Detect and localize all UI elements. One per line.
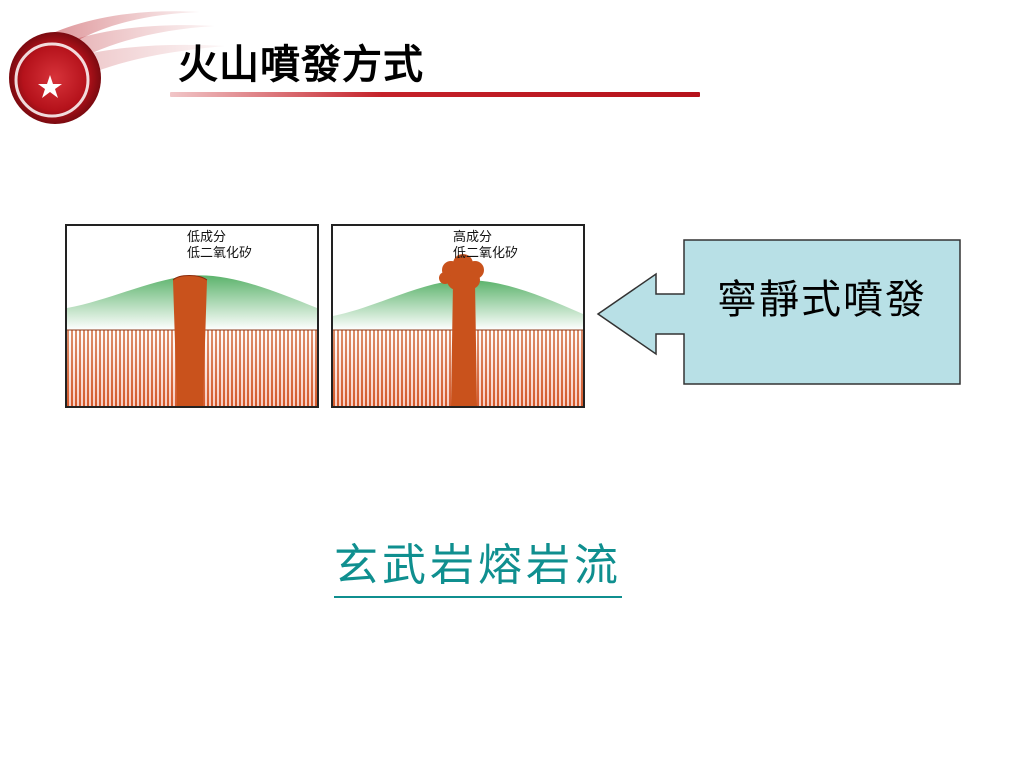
left-arrow-callout-shape xyxy=(596,239,961,385)
composition-label-line2: 低二氧化矽 xyxy=(453,246,519,261)
volcano-cross-section-right xyxy=(333,226,583,406)
composition-label-line1: 高成分 xyxy=(453,230,493,245)
comet-logo-icon xyxy=(9,11,225,124)
basalt-lava-flow-link[interactable]: 玄武岩熔岩流 xyxy=(334,536,622,598)
eruption-diagram-low-silica: 低成分 低二氧化矽 xyxy=(65,224,319,408)
composition-label-line1: 低成分 xyxy=(187,230,227,245)
eruption-diagram-high-silica: 高成分 低二氧化矽 xyxy=(331,224,585,408)
composition-label-line2: 低二氧化矽 xyxy=(187,246,253,261)
title-underline xyxy=(170,92,700,97)
slide-title: 火山噴發方式 xyxy=(178,42,424,88)
composition-label-left: 低成分 低二氧化矽 xyxy=(187,230,297,262)
composition-label-right: 高成分 低二氧化矽 xyxy=(453,230,563,262)
volcano-cross-section-left xyxy=(67,226,317,406)
callout-label: 寧靜式噴發 xyxy=(717,277,927,323)
